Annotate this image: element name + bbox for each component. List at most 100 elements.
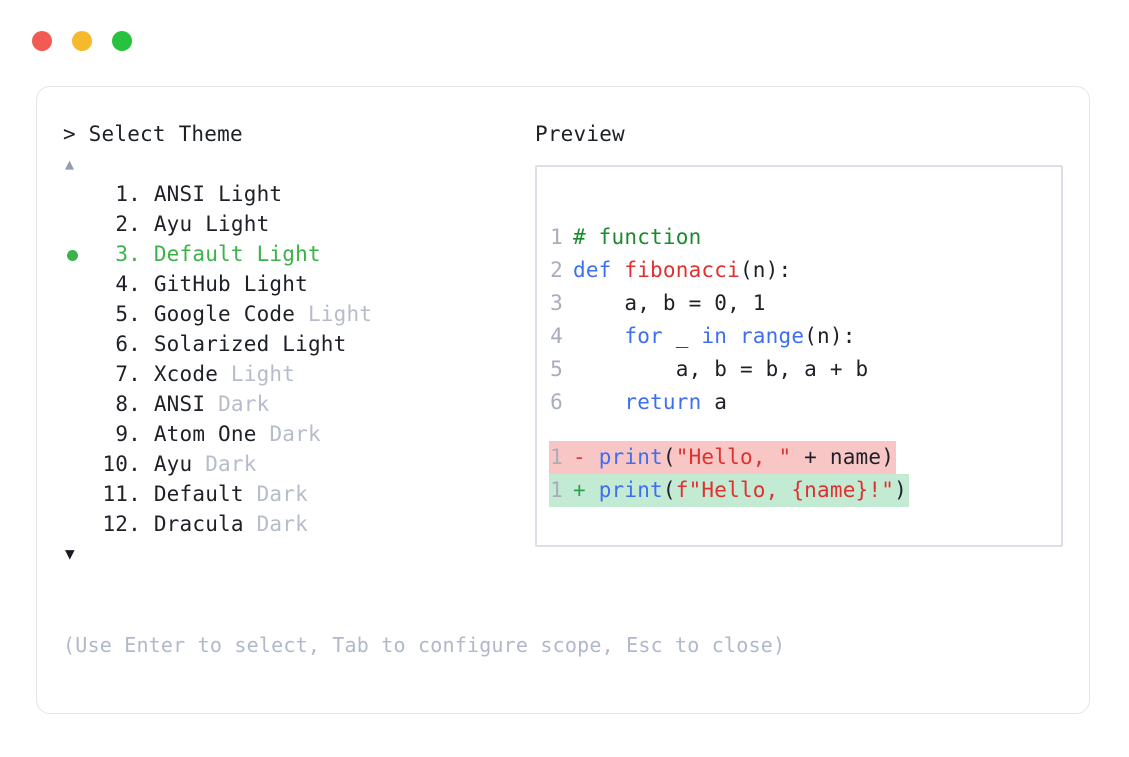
theme-item-name: Atom One [141,422,270,446]
theme-list-item[interactable]: 8. ANSI Dark [63,389,533,419]
theme-list-item[interactable]: 11. Default Dark [63,479,533,509]
preview-label: Preview [535,122,625,146]
code-token: f"Hello, {name}!" [675,478,895,502]
theme-item-variant: Light [282,332,347,356]
code-line: 4 for _ in range(n): [549,320,1055,353]
theme-item-index: 6. [115,332,141,356]
keyboard-hint: (Use Enter to select, Tab to configure s… [63,633,786,657]
theme-item-index: 3. [115,242,141,266]
code-token: in [701,324,728,348]
theme-item-name: Default [141,482,257,506]
window-maximize-button[interactable] [112,31,132,51]
theme-list-item[interactable]: 7. Xcode Light [63,359,533,389]
line-number: 2 [550,258,563,282]
code-token: range [739,324,805,348]
theme-item-name: Ayu [141,212,206,236]
theme-list-item[interactable]: 10. Ayu Dark [63,449,533,479]
code-token: (n): [804,324,856,348]
theme-item-name: Dracula [141,512,257,536]
theme-item-index: 10. [102,452,141,476]
code-token: fibonacci [624,258,740,282]
theme-item-name: ANSI [141,392,219,416]
theme-item-variant: Dark [256,482,308,506]
theme-item-variant: Light [218,182,283,206]
code-line: 1 # function [549,221,1055,254]
code-token: print [598,445,663,469]
diff-marker: - [573,445,599,469]
theme-item-index: 8. [115,392,141,416]
selected-bullet-icon [67,250,78,261]
theme-item-variant: Dark [205,452,257,476]
code-token: for [624,324,663,348]
theme-item-name: ANSI [141,182,219,206]
theme-list-item[interactable]: 2. Ayu Light [63,209,533,239]
line-number: 1 [550,445,563,469]
code-line: 3 a, b = 0, 1 [549,287,1055,320]
code-token: "Hello, " [675,445,792,469]
code-spacer [549,419,1055,441]
scroll-up-icon[interactable]: ▲ [65,155,75,173]
theme-item-variant: Dark [256,512,308,536]
select-theme-prompt: > Select Theme [63,122,243,146]
code-token: a, b = 0, 1 [573,291,766,315]
line-number: 5 [550,357,563,381]
code-token: ( [662,445,676,469]
theme-list-item[interactable]: 9. Atom One Dark [63,419,533,449]
theme-item-variant: Light [256,242,321,266]
code-token: a, b = b, a + b [573,357,869,381]
code-token: a [701,390,728,414]
line-number: 1 [550,225,563,249]
line-number: 4 [550,324,563,348]
diff-line-del: 1- print("Hello, " + name) [549,441,1055,474]
theme-item-index: 11. [102,482,141,506]
theme-item-variant: Light [230,362,296,386]
theme-item-index: 5. [115,302,141,326]
theme-list-item[interactable]: 1. ANSI Light [63,179,533,209]
window-close-button[interactable] [32,31,52,51]
scroll-down-icon[interactable]: ▼ [65,544,75,563]
theme-item-variant: Light [205,212,270,236]
code-line: 6 return a [549,386,1055,419]
line-number: 1 [550,478,563,502]
code-token [727,324,740,348]
theme-item-name: Default [141,242,257,266]
theme-list-item[interactable]: 5. Google Code Light [63,299,533,329]
code-token: return [624,390,702,414]
theme-item-index: 12. [102,512,141,536]
theme-item-name: Google Code [141,302,308,326]
window-titlebar [0,0,1129,78]
theme-list-item[interactable]: 3. Default Light [63,239,533,269]
code-token [573,324,624,348]
code-line: 5 a, b = b, a + b [549,353,1055,386]
theme-item-variant: Dark [218,392,270,416]
theme-list-item[interactable]: 12. Dracula Dark [63,509,533,539]
diff-line-add: 1+ print(f"Hello, {name}!") [549,474,1055,507]
theme-item-variant: Light [243,272,308,296]
code-token [573,390,624,414]
code-token: print [598,478,663,502]
diff-line-content: 1+ print(f"Hello, {name}!") [549,474,909,507]
theme-item-name: GitHub [141,272,244,296]
theme-list-item[interactable]: 4. GitHub Light [63,269,533,299]
theme-list-item[interactable]: 6. Solarized Light [63,329,533,359]
theme-item-index: 2. [115,212,141,236]
theme-item-index: 7. [115,362,141,386]
code-token: ) [894,478,907,502]
theme-item-index: 1. [115,182,141,206]
code-token: (n): [739,258,792,282]
theme-item-variant: Light [307,302,373,326]
code-token: def [573,258,625,282]
line-number: 6 [550,390,563,414]
window-minimize-button[interactable] [72,31,92,51]
theme-item-variant: Dark [269,422,321,446]
line-number: 3 [550,291,563,315]
code-token: # function [573,225,702,249]
code-line: 2 def fibonacci(n): [549,254,1055,287]
theme-item-name: Ayu [141,452,206,476]
code-token: + name) [791,445,895,469]
